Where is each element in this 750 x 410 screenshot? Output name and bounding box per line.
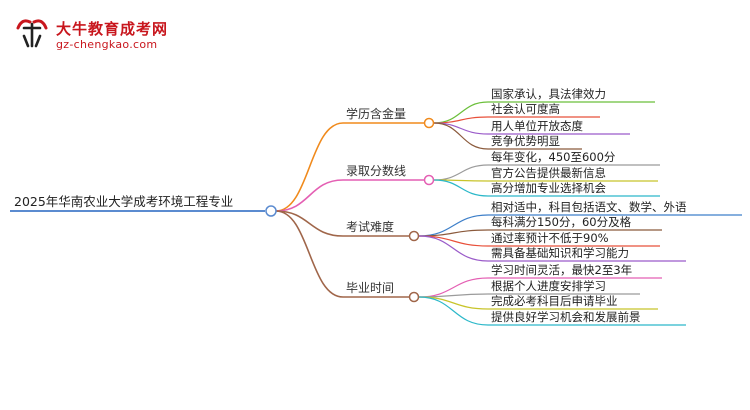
leaf-label: 每年变化，450至600分 bbox=[491, 150, 616, 164]
branch-label: 录取分数线 bbox=[346, 164, 407, 178]
leaf-connector bbox=[433, 122, 489, 135]
branch-label: 考试难度 bbox=[346, 220, 395, 234]
leaf-label: 用人单位开放态度 bbox=[491, 119, 583, 133]
leaf-connector bbox=[418, 293, 489, 298]
leaf-label: 提供良好学习机会和发展前景 bbox=[491, 310, 641, 324]
brand-title: 大牛教育成考网 bbox=[56, 20, 169, 38]
branch-connector bbox=[275, 122, 344, 212]
leaf-label: 相对适中，科目包括语文、数学、外语 bbox=[491, 200, 687, 214]
ox-logo-icon bbox=[16, 19, 48, 48]
branch-connector bbox=[275, 210, 344, 237]
branch-node-circle bbox=[408, 230, 420, 242]
leaf-label: 高分增加专业选择机会 bbox=[491, 181, 606, 195]
leaf-connector bbox=[418, 235, 489, 262]
leaf-label: 每科满分150分，60分及格 bbox=[491, 215, 632, 229]
leaf-connector bbox=[418, 296, 489, 326]
leaf-label: 官方公告提供最新信息 bbox=[491, 166, 606, 180]
branch-node-circle bbox=[423, 117, 435, 129]
leaf-label: 完成必考科目后申请毕业 bbox=[491, 294, 618, 308]
branch-connector bbox=[275, 179, 344, 212]
leaf-connector bbox=[433, 179, 489, 197]
leaf-label: 竞争优势明显 bbox=[491, 134, 560, 148]
brand-url: gz-chengkao.com bbox=[56, 38, 158, 51]
branch-node-circle bbox=[408, 291, 420, 303]
leaf-connector bbox=[433, 164, 489, 181]
branch-node-circle bbox=[423, 174, 435, 186]
root-node-circle bbox=[265, 205, 277, 217]
leaf-label: 社会认可度高 bbox=[491, 102, 560, 116]
leaf-label: 需具备基础知识和学习能力 bbox=[491, 246, 629, 260]
leaf-label: 国家承认，具法律效力 bbox=[491, 87, 606, 101]
branch-connector bbox=[275, 210, 344, 298]
root-node-label: 2025年华南农业大学成考环境工程专业 bbox=[14, 194, 234, 209]
branch-label: 毕业时间 bbox=[346, 281, 395, 295]
leaf-connector bbox=[418, 235, 489, 247]
leaf-connector bbox=[433, 122, 489, 150]
leaf-label: 通过率预计不低于90% bbox=[491, 231, 609, 245]
leaf-label: 学习时间灵活，最快2至3年 bbox=[491, 263, 633, 277]
branch-label: 学历含金量 bbox=[346, 107, 407, 121]
leaf-connector bbox=[418, 296, 489, 310]
leaf-label: 根据个人进度安排学习 bbox=[491, 279, 606, 293]
